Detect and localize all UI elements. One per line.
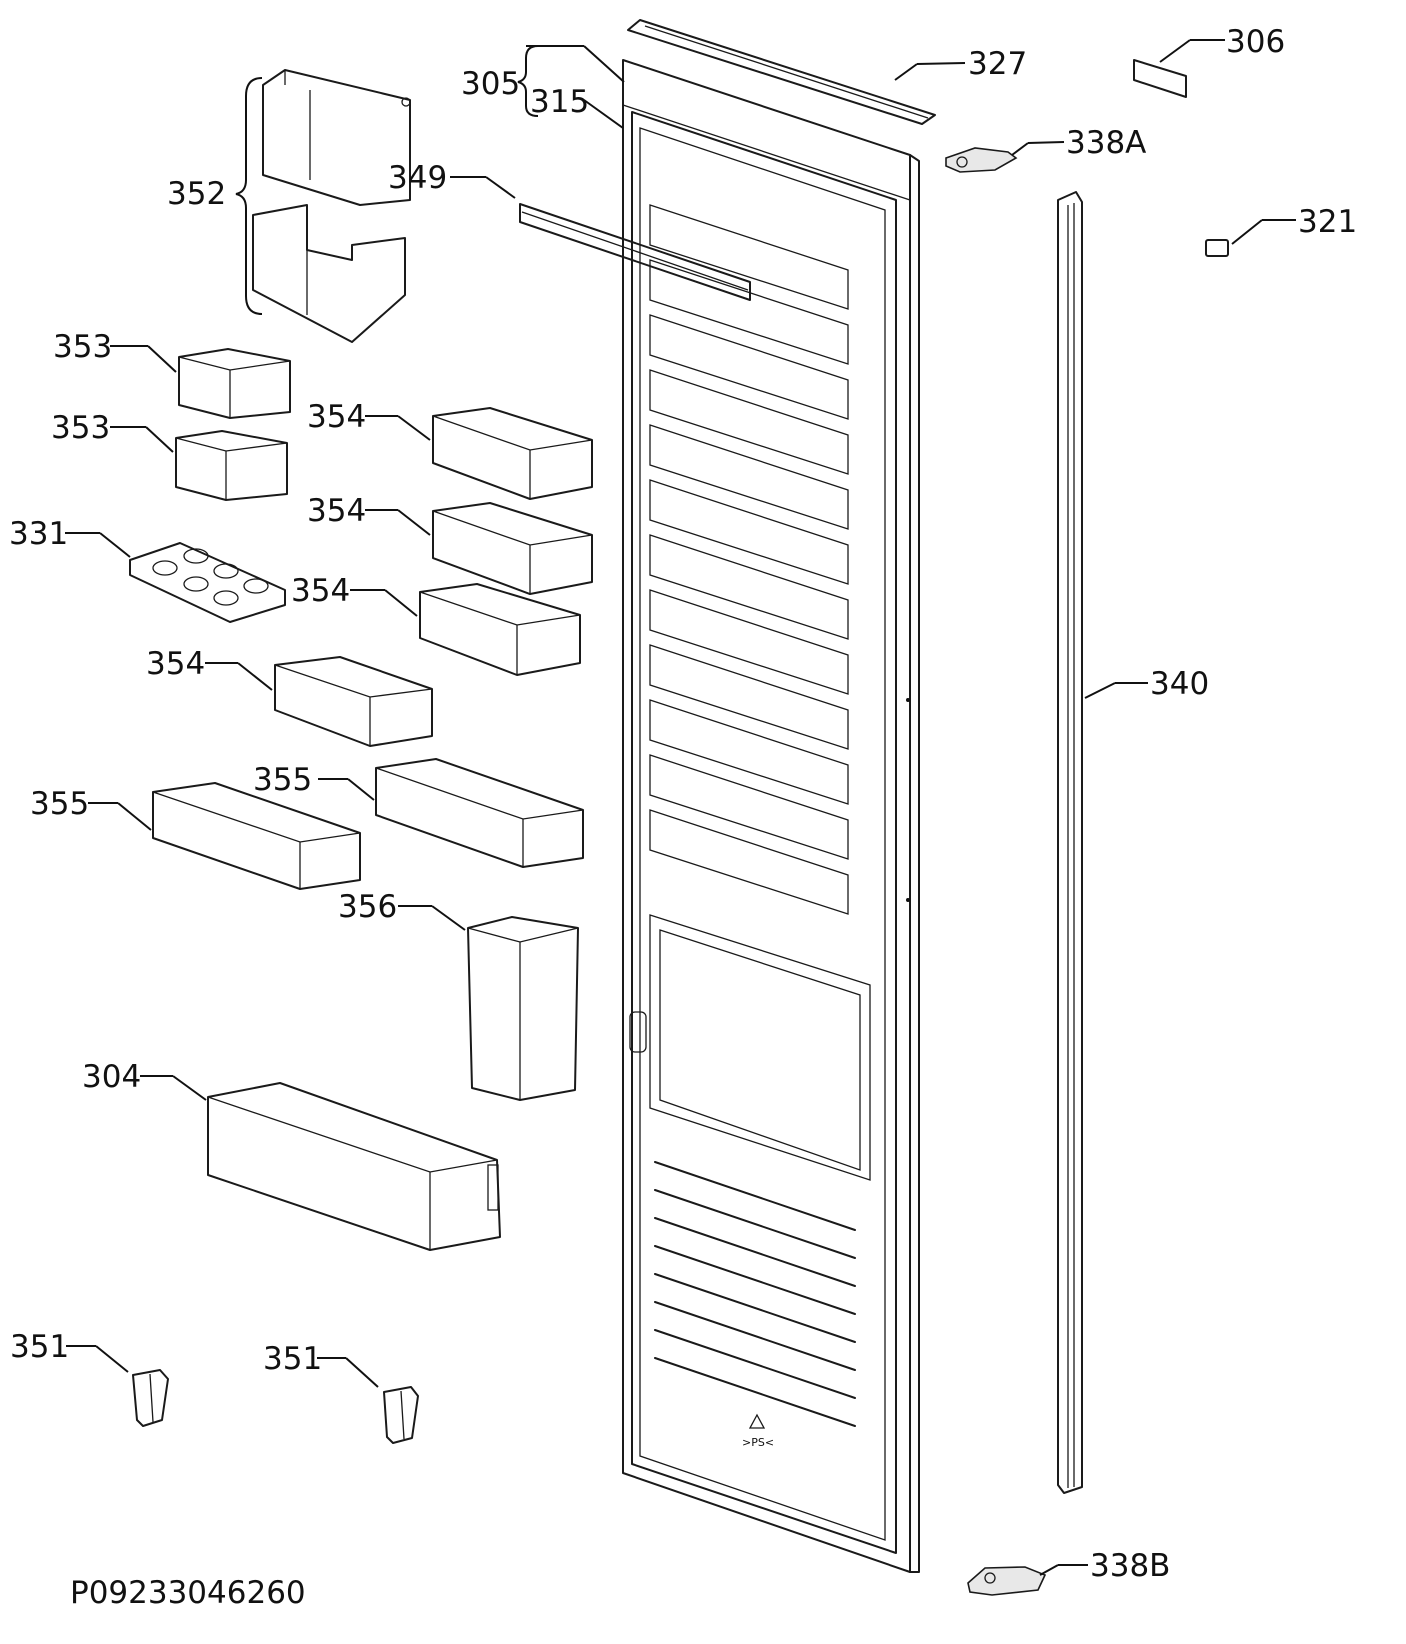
- long-bin-part: [152, 758, 584, 890]
- hinge-bottom-part: [967, 1566, 1047, 1596]
- top-cap-part: [627, 19, 936, 125]
- label-356: 356: [338, 889, 397, 925]
- small-cap-part: [1205, 239, 1229, 257]
- label-338b: 338B: [1090, 1548, 1170, 1584]
- recycling-icon: [748, 1413, 766, 1429]
- label-354-d: 354: [146, 646, 205, 682]
- door-panel: >PS<: [622, 59, 920, 1573]
- medium-bin-part: [274, 407, 593, 747]
- label-321: 321: [1298, 204, 1357, 240]
- shelf-clip-part: [132, 1369, 419, 1444]
- label-327: 327: [968, 46, 1027, 82]
- part-labels: 305 315 327 306 338A 321 349 352 353 353…: [9, 24, 1357, 1611]
- label-354-a: 354: [307, 399, 366, 435]
- small-bin-part: [175, 348, 291, 501]
- label-338a: 338A: [1066, 125, 1146, 161]
- label-plate-part: [1133, 59, 1187, 98]
- label-352: 352: [167, 176, 226, 212]
- label-353-b: 353: [51, 410, 110, 446]
- leader-lines: [65, 39, 1296, 1576]
- divider-set-part: [252, 69, 411, 343]
- label-354-c: 354: [291, 573, 350, 609]
- label-355-b: 355: [253, 762, 312, 798]
- label-331: 331: [9, 516, 68, 552]
- egg-tray-part: [129, 542, 286, 623]
- label-349: 349: [388, 160, 447, 196]
- label-351-a: 351: [10, 1329, 69, 1365]
- label-354-b: 354: [307, 493, 366, 529]
- shelf-bar-part: [519, 203, 751, 301]
- label-306: 306: [1226, 24, 1285, 60]
- label-305: 305: [461, 66, 520, 102]
- bottle-shelf-part: [207, 1082, 501, 1251]
- label-304: 304: [82, 1059, 141, 1095]
- door-gasket-part: [1057, 191, 1083, 1494]
- drawing-code: P09233046260: [70, 1575, 306, 1611]
- label-355-a: 355: [30, 786, 89, 822]
- label-315: 315: [530, 84, 589, 120]
- label-340: 340: [1150, 666, 1209, 702]
- tall-bin-part: [467, 916, 579, 1101]
- hinge-top-part: [945, 147, 1018, 173]
- label-353-a: 353: [53, 329, 112, 365]
- label-351-b: 351: [263, 1341, 322, 1377]
- recycling-mark: >PS<: [742, 1436, 774, 1449]
